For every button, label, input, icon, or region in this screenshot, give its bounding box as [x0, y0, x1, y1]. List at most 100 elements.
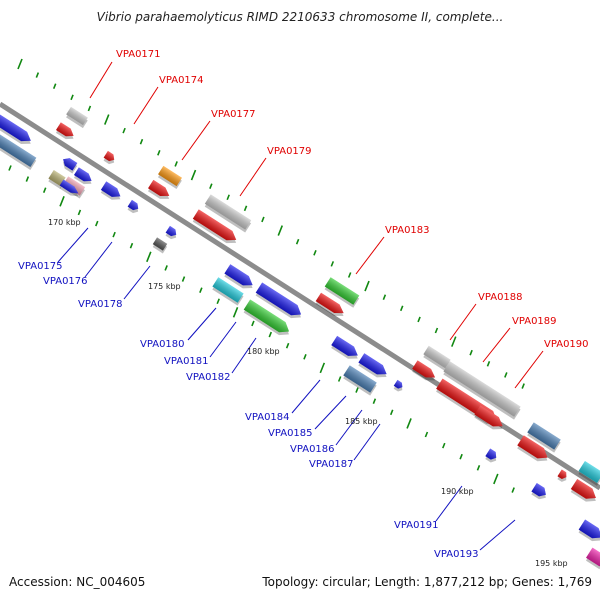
gene-feature[interactable]: [569, 478, 600, 506]
scale-ticks: [8, 58, 525, 493]
gene-label[interactable]: VPA0175: [18, 261, 63, 272]
gene-feature[interactable]: [211, 277, 245, 306]
scale-tick: [268, 331, 273, 338]
gene-feature[interactable]: [157, 165, 184, 190]
gene-feature[interactable]: [126, 199, 141, 215]
gene-feature[interactable]: [392, 379, 405, 393]
gene-feature[interactable]: [223, 264, 257, 292]
gene-feature[interactable]: [55, 122, 78, 142]
gene-label[interactable]: VPA0193: [434, 549, 479, 560]
scale-tick: [164, 265, 168, 271]
gene-feature[interactable]: [254, 282, 305, 322]
gene-label[interactable]: VPA0186: [290, 444, 335, 455]
leader-line: [239, 157, 267, 197]
gene-feature[interactable]: [357, 353, 391, 381]
scale-tick: [216, 298, 220, 305]
leader-line: [514, 350, 544, 389]
scale-label: 190 kbp: [441, 487, 474, 496]
leader-line: [133, 86, 159, 125]
gene-label[interactable]: VPA0177: [211, 109, 256, 120]
gene-feature[interactable]: [422, 345, 452, 372]
gene-label[interactable]: VPA0184: [245, 412, 290, 423]
leader-line: [187, 307, 217, 341]
leader-line: [355, 236, 385, 275]
scale-tick: [181, 276, 186, 282]
gene-feature[interactable]: [65, 106, 89, 129]
gene-feature[interactable]: [0, 114, 35, 149]
scale-tick: [104, 114, 110, 125]
scale-tick: [226, 194, 230, 201]
gene-label[interactable]: VPA0188: [478, 292, 523, 303]
gene-feature[interactable]: [0, 132, 38, 170]
leader-line: [57, 227, 89, 263]
gene-feature[interactable]: [73, 167, 96, 187]
leader-line: [231, 337, 257, 374]
scale-tick: [59, 196, 65, 207]
gene-label[interactable]: VPA0185: [268, 428, 313, 439]
scale-tick: [399, 305, 404, 312]
scale-tick: [8, 165, 12, 171]
gene-feature[interactable]: [473, 405, 507, 433]
gene-feature[interactable]: [342, 365, 378, 396]
scale-tick: [190, 169, 197, 181]
gene-feature[interactable]: [100, 181, 125, 203]
scale-tick: [295, 238, 300, 245]
accession-text: Accession: NC_004605: [9, 575, 146, 589]
gene-label[interactable]: VPA0179: [267, 146, 312, 157]
leader-line: [479, 519, 516, 551]
gene-feature[interactable]: [314, 292, 347, 321]
gene-label[interactable]: VPA0183: [385, 225, 430, 236]
leader-line: [181, 120, 211, 161]
map-title: Vibrio parahaemolyticus RIMD 2210633 chr…: [96, 10, 504, 24]
gene-label[interactable]: VPA0180: [140, 339, 185, 350]
leader-line: [291, 379, 321, 414]
gene-feature[interactable]: [203, 194, 252, 233]
gene-feature[interactable]: [330, 335, 362, 363]
gene-label[interactable]: VPA0189: [512, 316, 557, 327]
gene-feature[interactable]: [585, 547, 600, 570]
gene-feature[interactable]: [58, 179, 81, 200]
gene-label[interactable]: VPA0176: [43, 276, 88, 287]
gene-feature[interactable]: [411, 360, 439, 384]
scale-tick: [70, 94, 74, 101]
scale-tick: [157, 150, 161, 156]
leader-line: [84, 241, 113, 278]
label-leader-lines: [57, 61, 544, 551]
scale-tick: [95, 220, 99, 227]
gene-label[interactable]: VPA0182: [186, 372, 231, 383]
scale-tick: [511, 487, 515, 493]
gene-feature[interactable]: [577, 519, 600, 545]
scale-tick: [355, 387, 359, 393]
gene-features: [0, 106, 600, 570]
leader-line: [353, 423, 381, 461]
gene-feature[interactable]: [151, 237, 168, 254]
gene-feature[interactable]: [147, 179, 174, 203]
gene-feature[interactable]: [191, 209, 240, 247]
gene-label[interactable]: VPA0190: [544, 339, 589, 350]
gene-label[interactable]: VPA0174: [159, 75, 204, 86]
scale-tick: [285, 342, 290, 349]
gene-feature[interactable]: [442, 361, 522, 420]
gene-feature[interactable]: [577, 461, 600, 486]
gene-feature[interactable]: [530, 483, 550, 502]
gene-label[interactable]: VPA0178: [78, 299, 123, 310]
gene-feature[interactable]: [516, 435, 552, 465]
gene-feature[interactable]: [323, 277, 360, 308]
gene-feature[interactable]: [242, 299, 293, 339]
gene-label[interactable]: VPA0181: [164, 356, 209, 367]
scale-tick: [417, 316, 421, 323]
gene-feature[interactable]: [484, 448, 500, 465]
scale-tick: [25, 176, 30, 182]
gene-feature[interactable]: [102, 150, 117, 166]
gene-feature[interactable]: [59, 155, 78, 174]
gene-feature[interactable]: [556, 469, 570, 483]
gene-feature[interactable]: [164, 225, 179, 241]
leader-line: [449, 303, 477, 341]
gene-label[interactable]: VPA0191: [394, 520, 439, 531]
scale-tick: [504, 372, 508, 378]
gene-label[interactable]: VPA0187: [309, 459, 354, 470]
gene-label[interactable]: VPA0171: [116, 49, 161, 60]
scale-tick: [303, 353, 307, 360]
scale-tick: [337, 376, 342, 382]
gene-feature[interactable]: [526, 422, 562, 453]
